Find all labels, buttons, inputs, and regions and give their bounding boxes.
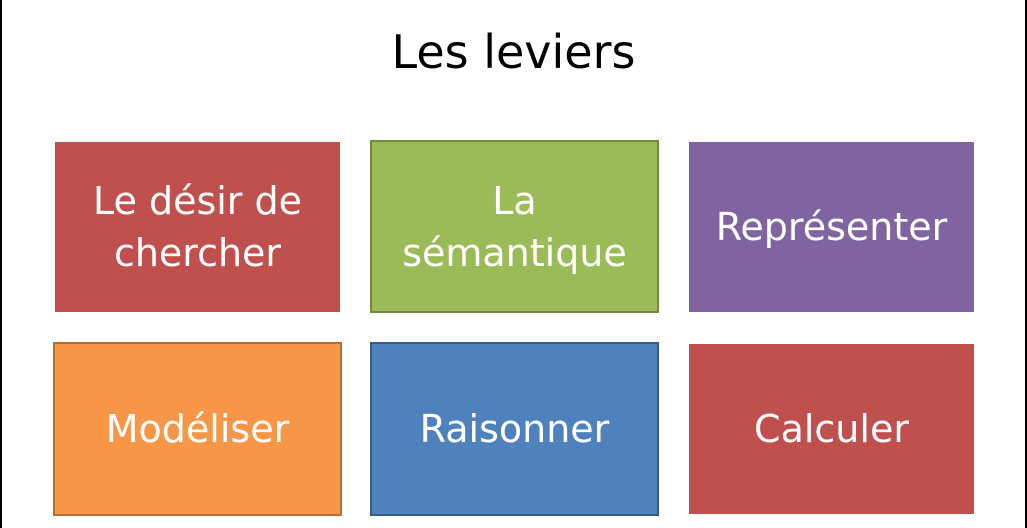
slide-title: Les leviers [391, 25, 636, 79]
box-raisonner: Raisonner [370, 342, 659, 516]
box-calculer: Calculer [689, 344, 974, 514]
box-label: La sémantique [402, 178, 627, 275]
box-label: Raisonner [419, 407, 610, 451]
box-label: Le désir de chercher [92, 179, 303, 275]
box-label: Représenter [715, 205, 948, 249]
box-desir-de-chercher: Le désir de chercher [55, 142, 340, 312]
box-representer: Représenter [689, 142, 974, 312]
box-label: Calculer [754, 407, 909, 451]
box-semantique: La sémantique [370, 140, 659, 313]
box-label: Modéliser [105, 407, 290, 451]
box-modeliser: Modéliser [53, 342, 342, 516]
